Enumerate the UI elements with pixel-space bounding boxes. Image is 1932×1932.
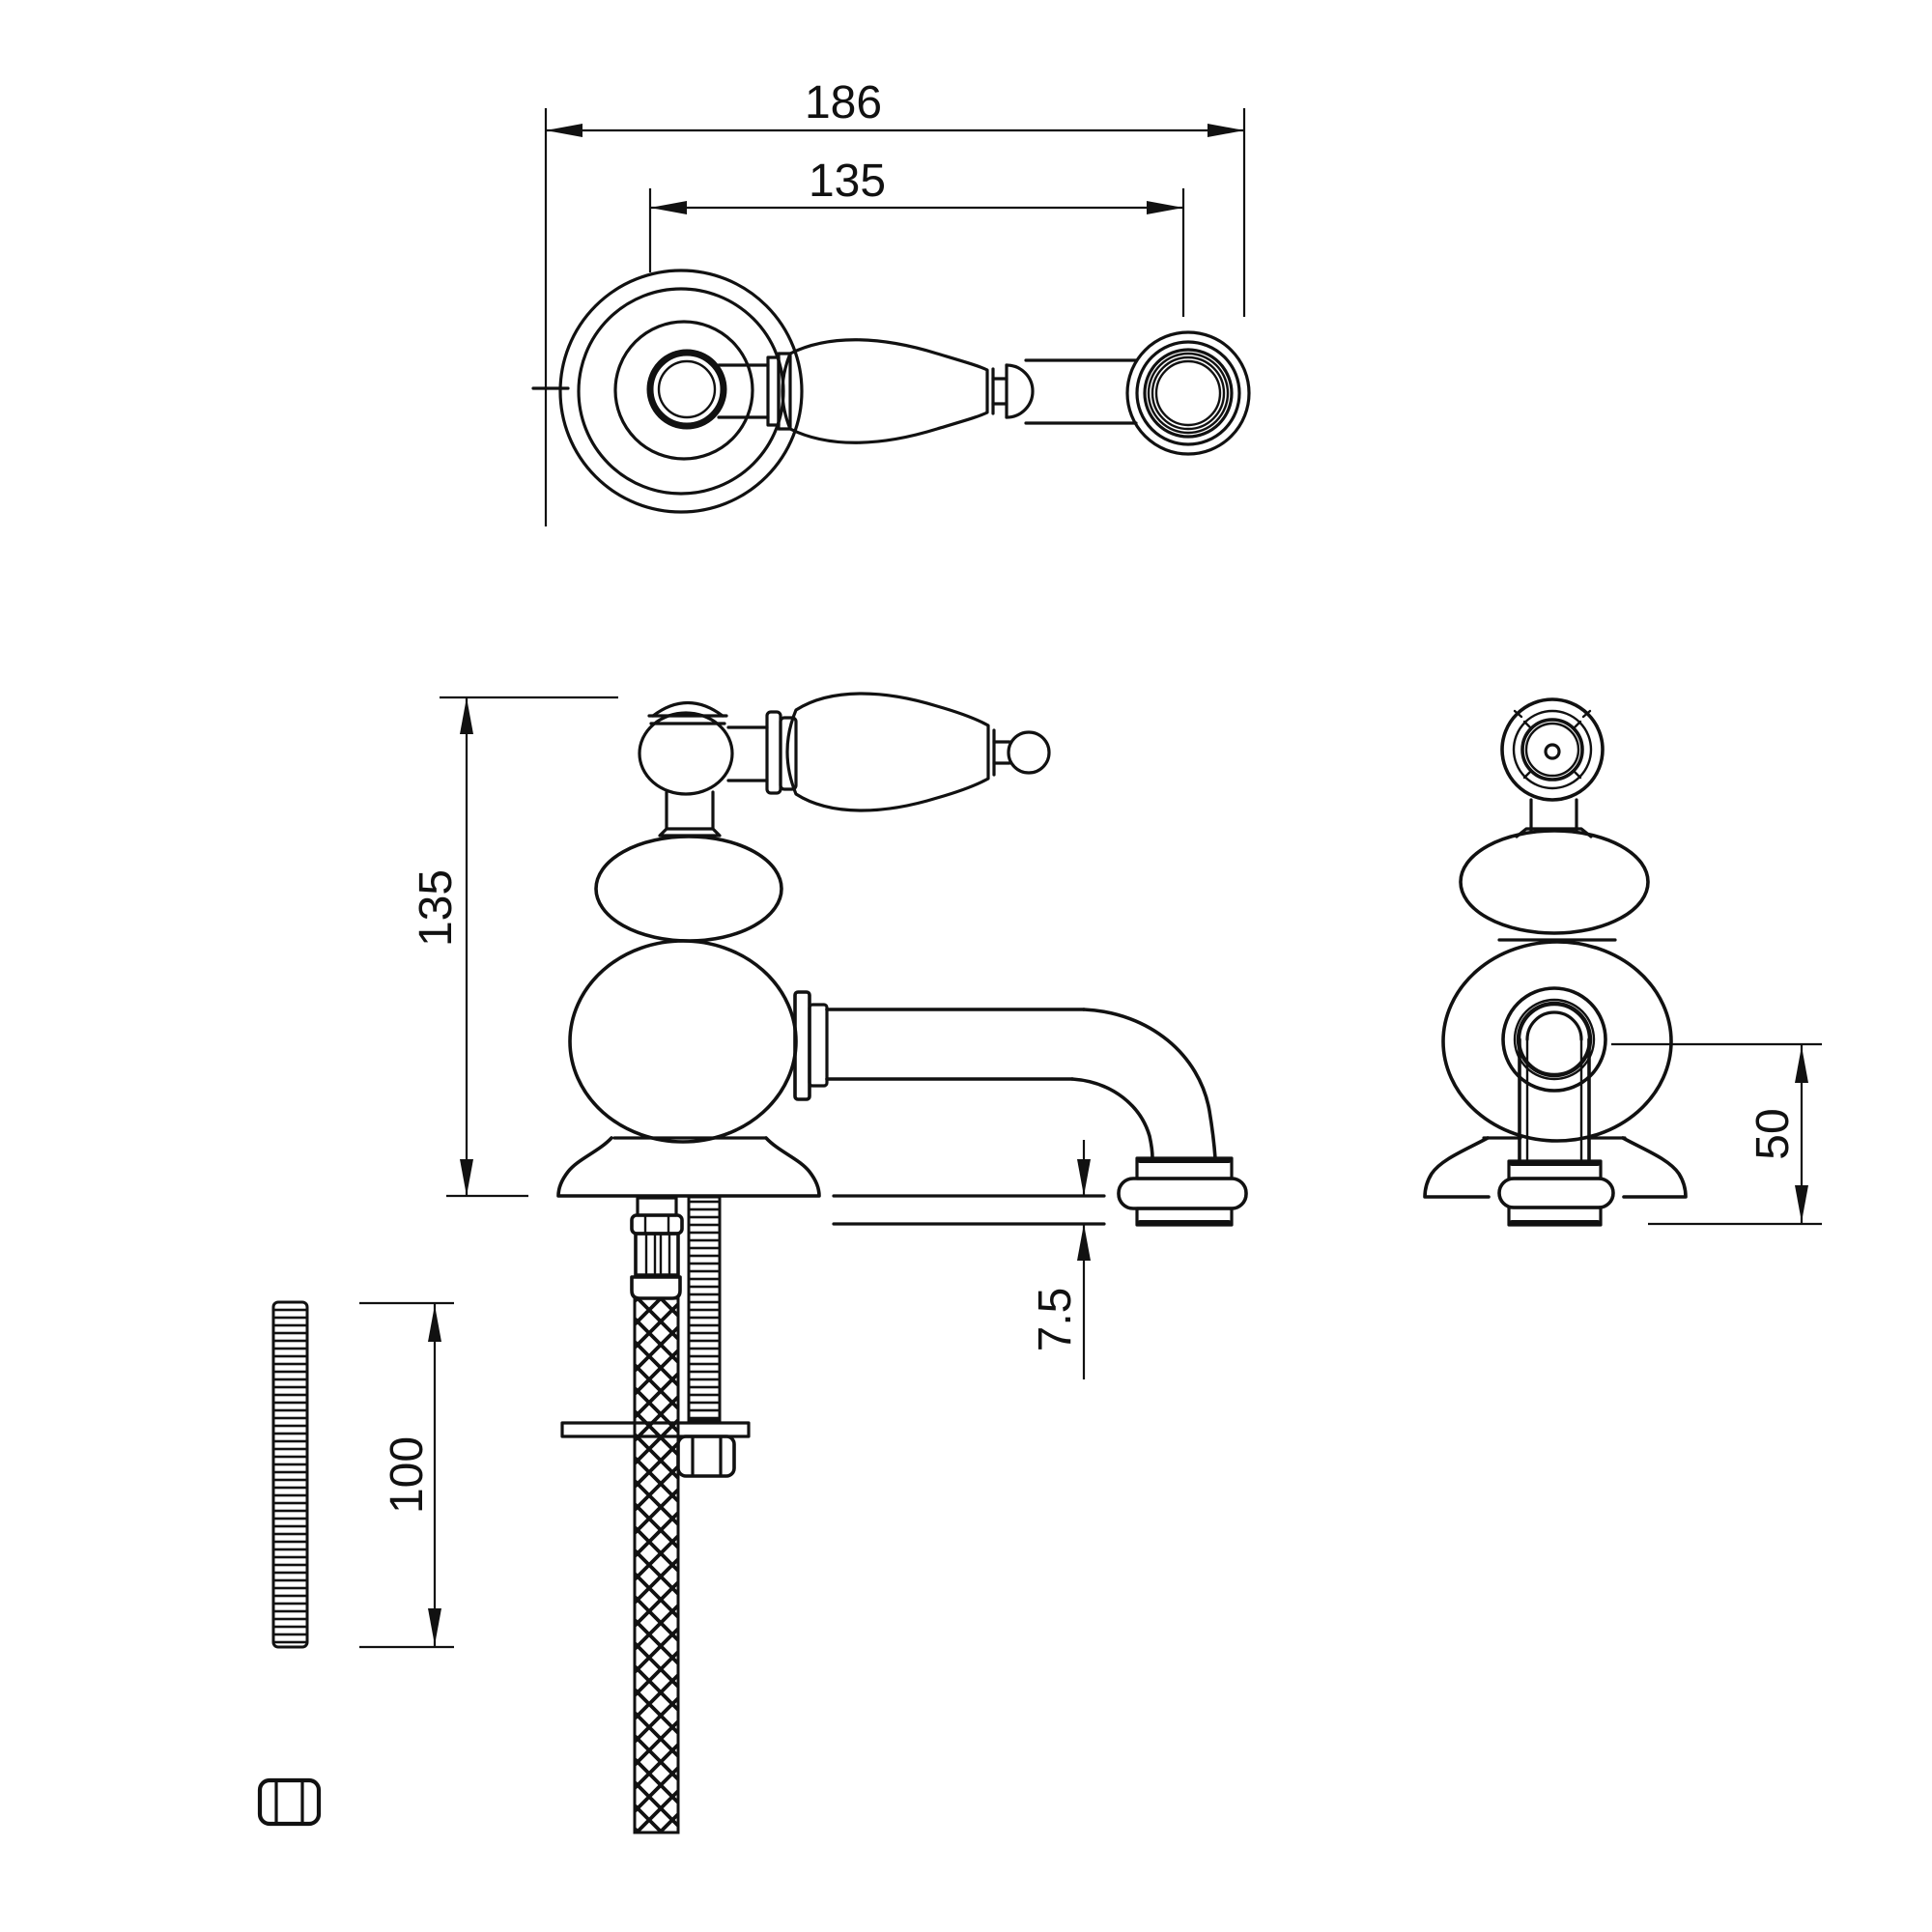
handle-ball	[638, 711, 734, 796]
stud-detail: 100	[271, 1300, 454, 1649]
dimension-body-height: 135	[411, 696, 618, 1198]
dim-label-spout-drop: 7.5	[1030, 1288, 1081, 1352]
handle-ball-end	[1500, 697, 1605, 802]
cartridge-hole	[646, 349, 727, 430]
dim-label-plan-inner: 135	[809, 156, 886, 207]
hose-braid	[633, 1296, 680, 1834]
lever-front	[785, 692, 990, 812]
nut-detail	[257, 1777, 322, 1827]
dimension-lever-to-spout: 135	[648, 156, 1185, 317]
dim-label-body-height: 135	[411, 869, 462, 947]
supply-hose	[630, 1196, 684, 1834]
dim-label-overall-length: 186	[805, 77, 882, 128]
spout-tip-plan	[1125, 330, 1251, 456]
mounting-nut	[676, 1435, 736, 1478]
front-view	[556, 692, 1248, 1834]
side-view	[1423, 697, 1688, 1227]
spout-tip-side	[1497, 1159, 1615, 1227]
dimension-outlet-height: 50	[1611, 1042, 1822, 1226]
base-skirt	[556, 1136, 821, 1198]
spout-tip-front	[1117, 1156, 1248, 1227]
dimension-overall-length: 186	[544, 77, 1246, 526]
dim-label-outlet-height: 50	[1747, 1108, 1799, 1159]
lower-bulb	[568, 939, 798, 1144]
dimension-spout-drop: 7.5	[1030, 1140, 1091, 1379]
lever-plan	[781, 338, 989, 444]
top-view	[531, 269, 1251, 514]
upper-bulb	[594, 835, 783, 943]
threaded-stud	[271, 1300, 309, 1649]
dim-label-stud-length: 100	[382, 1436, 433, 1514]
fixing-stud-front	[687, 1195, 722, 1422]
